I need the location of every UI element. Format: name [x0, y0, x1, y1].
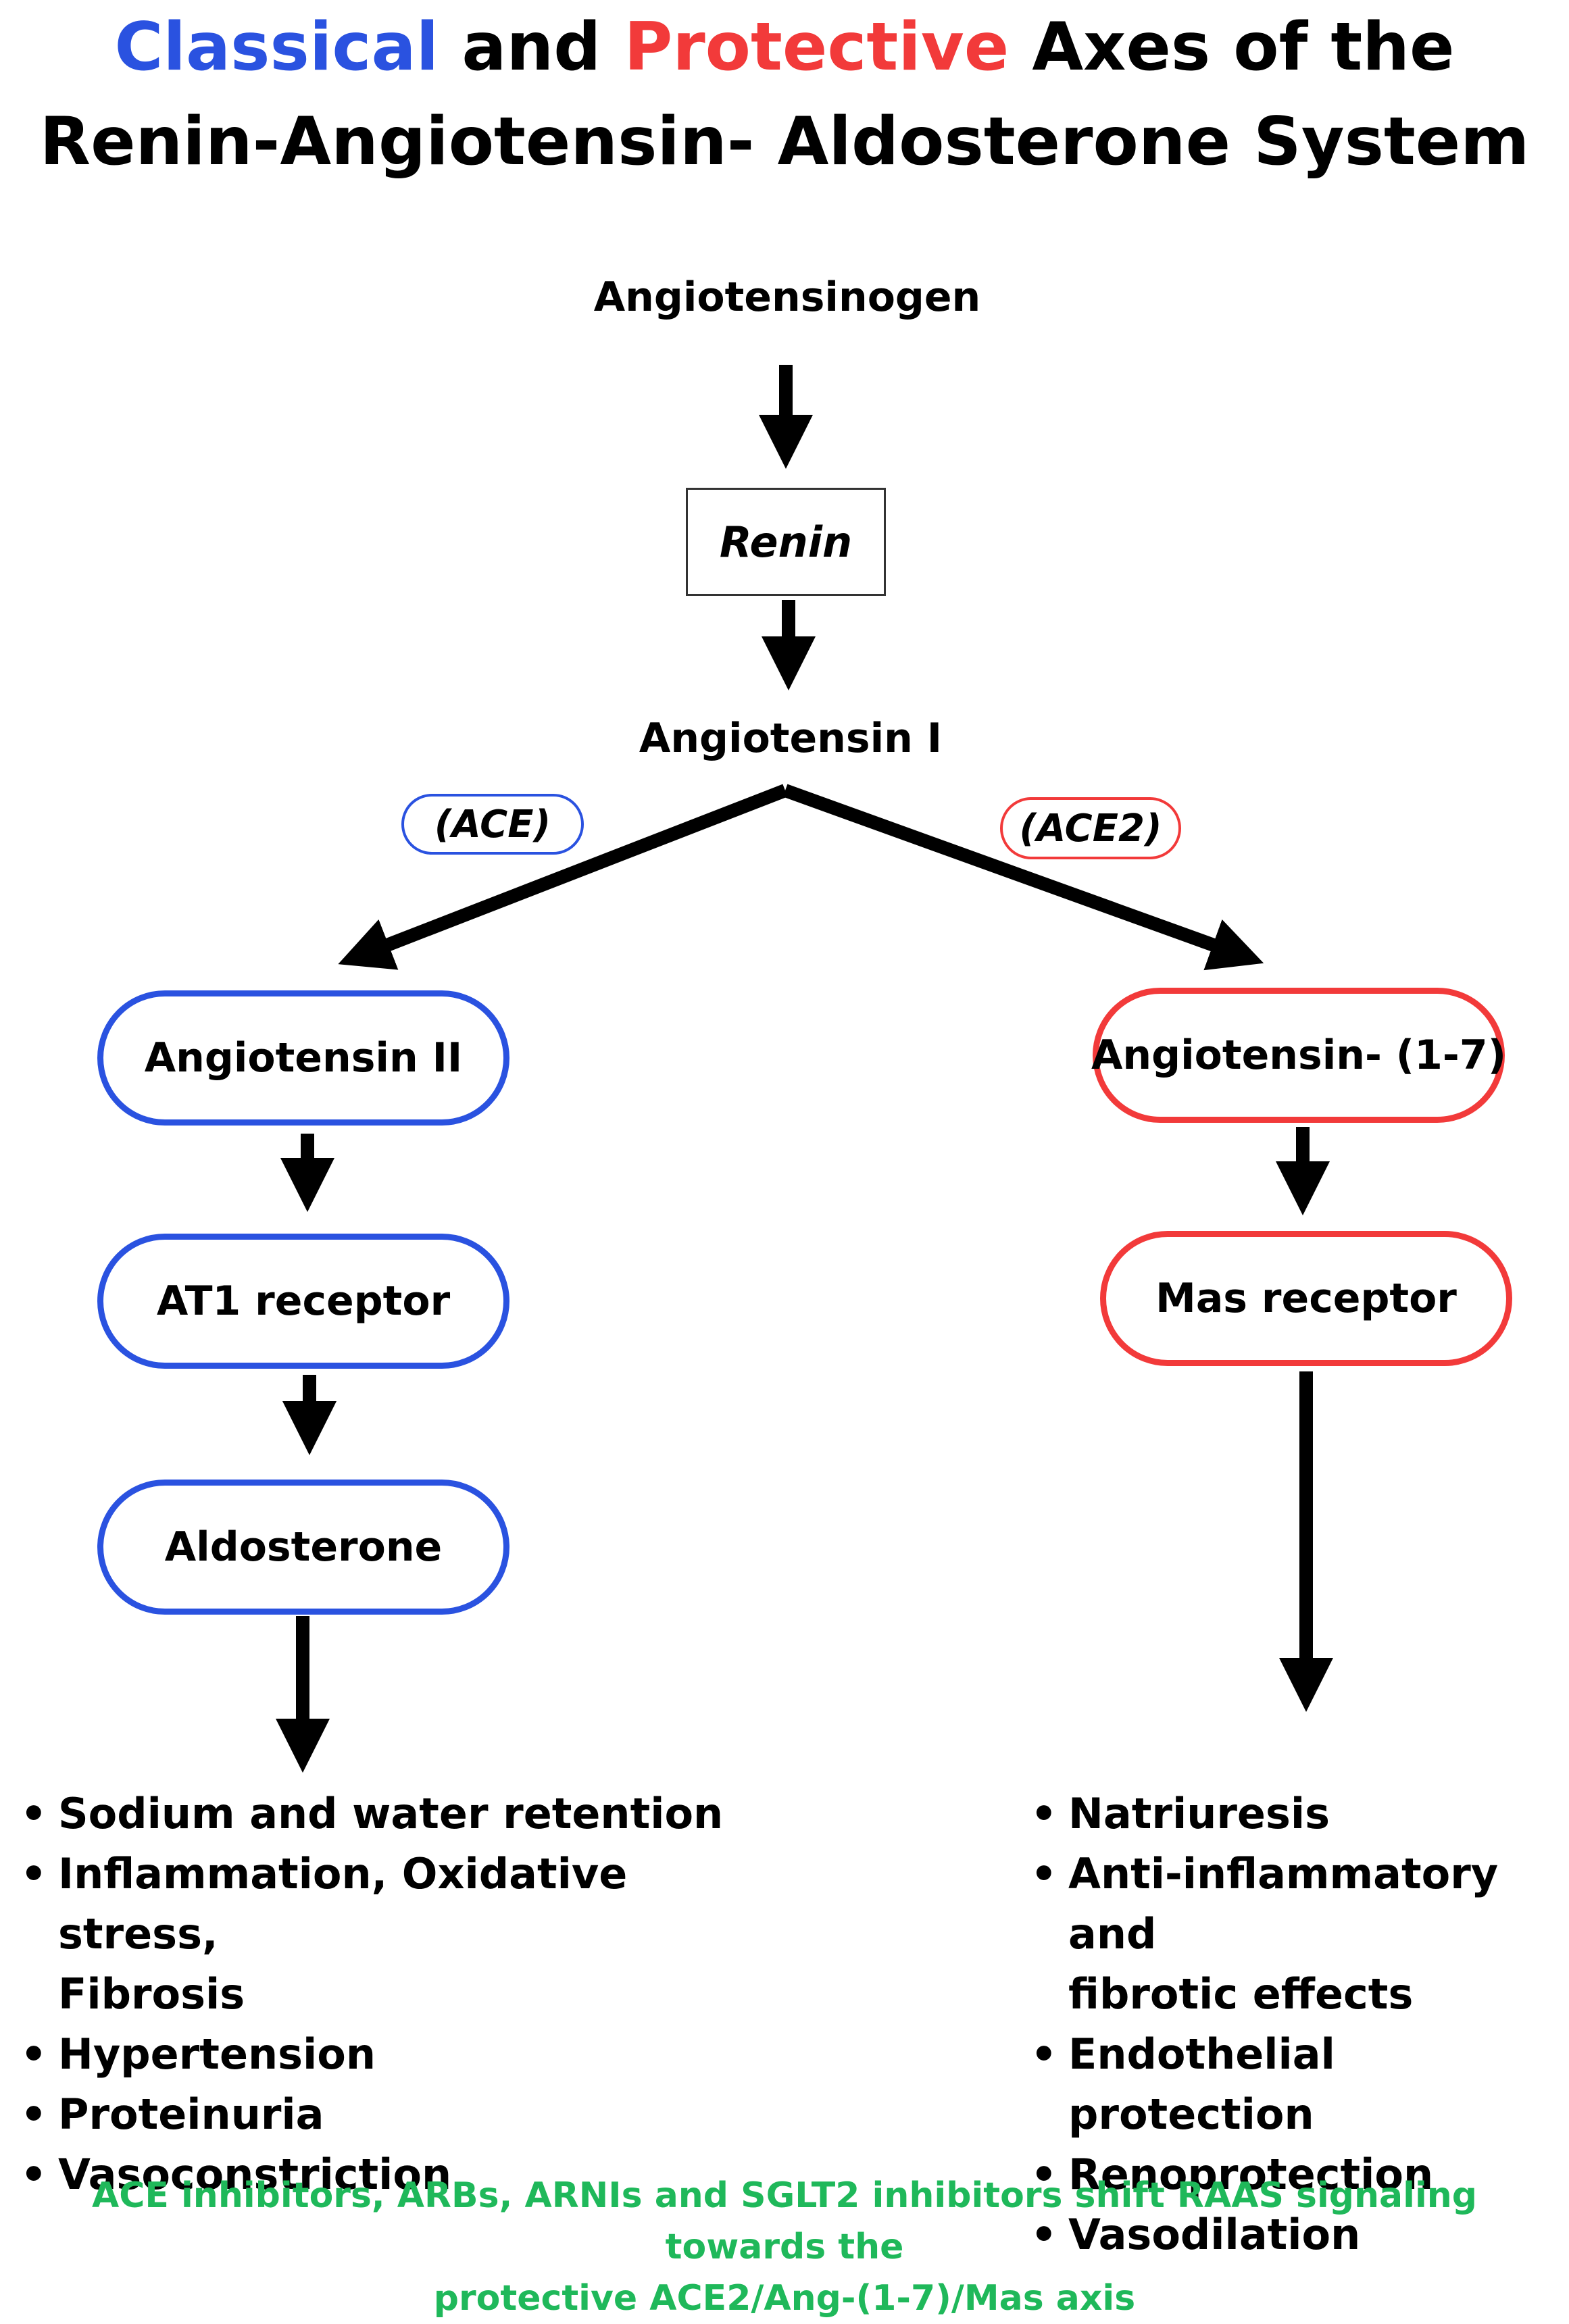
protective-effect-item: Endothelial protection	[1030, 2024, 1558, 2144]
classical-effect-item: Fibrosis	[58, 1969, 245, 2019]
classical-effect-item: Hypertension	[20, 2024, 777, 2084]
protective-effect-item: Vasodilation	[1030, 2204, 1558, 2265]
therapy-footnote-line-2: protective ACE2/Ang-(1-7)/Mas axis	[433, 2278, 1136, 2319]
at1-receptor-node: AT1 receptor	[97, 1234, 509, 1369]
therapy-footnote: ACE inhibitors, ARBs, ARNIs and SGLT2 in…	[27, 2170, 1542, 2324]
angiotensin-1-7-node: Angiotensin- (1-7)	[1091, 988, 1506, 1123]
classical-effect-item: Sodium and water retention	[20, 1784, 777, 1844]
angiotensin-ii-node: Angiotensin II	[97, 990, 509, 1126]
ace-enzyme-label: (ACE)	[401, 794, 584, 855]
classical-effects-list: Sodium and water retention Inflammation,…	[20, 1784, 777, 2204]
arrow-to-angiotensin-ii	[338, 784, 788, 970]
title-word-protective: Protective	[624, 9, 1010, 86]
angiotensin-i-label: Angiotensin I	[639, 715, 943, 762]
title-line-1: Classical and Protective Axes of the	[0, 8, 1569, 88]
classical-effect-item: Inflammation, Oxidative stress,	[20, 1844, 777, 1964]
angiotensinogen-label: Angiotensinogen	[593, 274, 981, 321]
title-word-and: and	[439, 9, 624, 86]
therapy-footnote-line-1: ACE inhibitors, ARBs, ARNIs and SGLT2 in…	[91, 2175, 1478, 2267]
protective-effect-item: fibrotic effects	[1068, 1969, 1414, 2019]
classical-effect-item: Vasoconstriction	[20, 2144, 777, 2204]
protective-effects-list: Natriuresis Anti-inflammatory and fibrot…	[1030, 1784, 1558, 2265]
aldosterone-node: Aldosterone	[97, 1480, 509, 1615]
protective-effect-item: Renoprotection	[1030, 2144, 1558, 2204]
protective-effect-item: Anti-inflammatory and	[1030, 1844, 1558, 1964]
protective-effect-item: Natriuresis	[1030, 1784, 1558, 1844]
title-line-2: Renin-Angiotensin- Aldosterone System	[39, 103, 1530, 180]
arrow-to-angiotensin-1-7	[782, 784, 1264, 971]
classical-effect-item: Proteinuria	[20, 2084, 777, 2144]
title-word-classical: Classical	[114, 9, 439, 86]
ace2-enzyme-label: (ACE2)	[1000, 797, 1181, 859]
mas-receptor-node: Mas receptor	[1100, 1231, 1512, 1366]
title-line-1-rest: Axes of the	[1009, 9, 1455, 86]
renin-box: Renin	[686, 488, 886, 596]
